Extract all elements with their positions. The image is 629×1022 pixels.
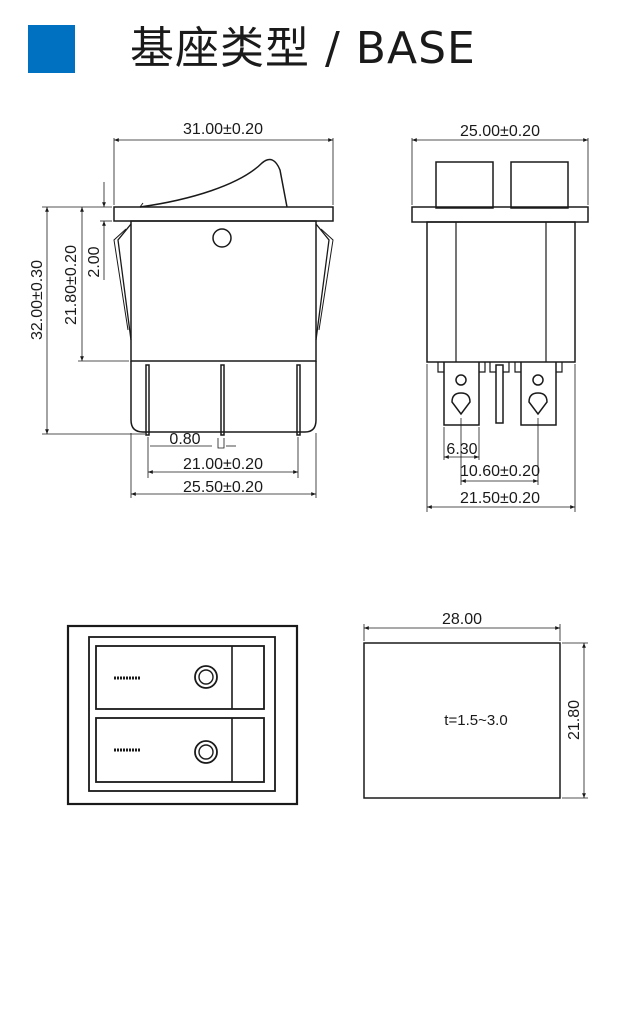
- dim-front-height-body: 21.80±0.20: [63, 245, 80, 325]
- page-title: 基座类型 / BASE: [130, 23, 476, 74]
- rocker-lower: [95, 717, 265, 783]
- left-latch: [117, 223, 132, 341]
- dim-pin-span-outer: 25.50±0.20: [183, 479, 263, 496]
- rocker-left-block: [435, 161, 494, 209]
- accent-square: [28, 25, 75, 73]
- face-view: [66, 624, 299, 806]
- right-latch: [315, 223, 330, 341]
- rocker-right-block: [510, 161, 569, 209]
- front-dimensions: [42, 138, 334, 498]
- terminal-right: [520, 362, 557, 426]
- dim-terminal-pitch: 10.60±0.20: [460, 463, 540, 480]
- panel-thickness: t=1.5~3.0: [444, 712, 507, 729]
- dim-cutout-width: 28.00: [442, 611, 482, 628]
- dim-pin-span-inner: 21.00±0.20: [183, 456, 263, 473]
- pin-right: [296, 364, 301, 436]
- side-view: [411, 161, 589, 426]
- dim-side-width: 25.00±0.20: [460, 123, 540, 140]
- dim-terminal-span: 21.50±0.20: [460, 490, 540, 507]
- front-body: [130, 220, 317, 362]
- header: 基座类型 / BASE: [0, 0, 629, 100]
- dim-front-height-total: 32.00±0.30: [29, 260, 46, 340]
- pin-mid: [220, 364, 225, 436]
- rocker-upper: [95, 645, 265, 710]
- side-flange: [411, 206, 589, 223]
- pin-left: [145, 364, 150, 436]
- rocker-actuator: [139, 158, 288, 208]
- face-inner-frame: [88, 636, 276, 792]
- side-body: [426, 221, 576, 363]
- indicator-hole: [212, 228, 232, 248]
- dim-pin-thickness: 0.80: [169, 431, 200, 448]
- dim-cutout-height: 21.80: [566, 700, 583, 740]
- dim-front-width: 31.00±0.20: [183, 121, 263, 138]
- front-flange: [113, 206, 334, 222]
- front-view: [113, 158, 334, 436]
- cutout-rect: [363, 642, 561, 799]
- dim-terminal-width: 6.30: [446, 441, 477, 458]
- dim-front-flange: 2.00: [86, 246, 103, 277]
- side-dimensions: [411, 138, 589, 512]
- terminal-center: [495, 364, 504, 424]
- cutout-dimensions: [363, 624, 588, 799]
- terminal-left: [443, 362, 480, 426]
- panel-cutout: [363, 642, 561, 799]
- face-outer-frame: [66, 624, 299, 806]
